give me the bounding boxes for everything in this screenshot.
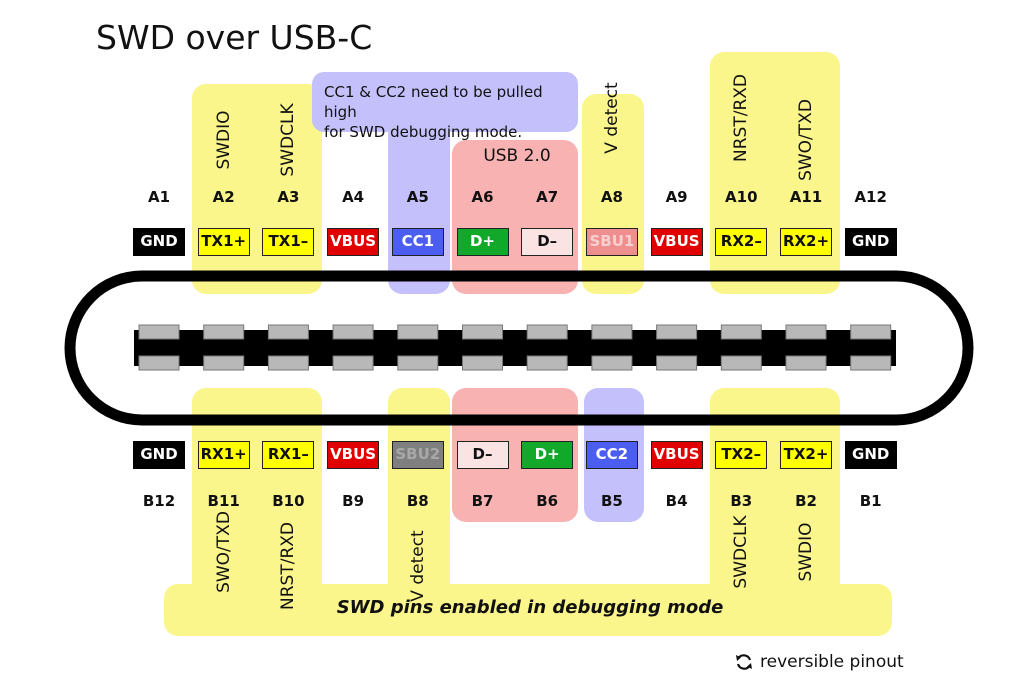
contact-b-7 bbox=[526, 355, 568, 371]
signal-b8: SBU2 bbox=[391, 441, 444, 469]
pin-number-b8: B8 bbox=[406, 492, 429, 510]
contact-a-9 bbox=[656, 324, 698, 340]
highlight-bottom-note bbox=[164, 584, 892, 636]
signal-b10: RX1– bbox=[262, 441, 315, 469]
cc-pullup-note: CC1 & CC2 need to be pulled high for SWD… bbox=[312, 72, 578, 141]
pin-number-b5: B5 bbox=[600, 492, 623, 510]
contact-b-8 bbox=[591, 355, 633, 371]
pin-number-a11: A11 bbox=[789, 188, 823, 206]
contact-b-11 bbox=[785, 355, 827, 371]
pin-number-b9: B9 bbox=[342, 492, 365, 510]
signal-b7: D– bbox=[456, 441, 509, 469]
signal-b9: VBUS bbox=[327, 441, 380, 469]
pin-number-a3: A3 bbox=[277, 188, 300, 206]
swd-function-a3: SWDCLK bbox=[278, 103, 299, 177]
signal-b5: CC2 bbox=[585, 441, 638, 469]
pin-number-a1: A1 bbox=[147, 188, 171, 206]
pin-number-b7: B7 bbox=[471, 492, 494, 510]
signal-b2: TX2+ bbox=[780, 441, 832, 469]
reversible-pinout-legend: reversible pinout bbox=[734, 652, 904, 672]
signal-a1: GND bbox=[133, 228, 185, 256]
contact-b-10 bbox=[720, 355, 762, 371]
swd-function-b8: V detect bbox=[407, 530, 428, 602]
contact-b-6 bbox=[462, 355, 503, 371]
signal-b3: TX2– bbox=[715, 441, 768, 469]
signal-b6: D+ bbox=[521, 441, 574, 469]
contact-a-12 bbox=[850, 324, 892, 340]
pin-number-b2: B2 bbox=[795, 492, 817, 510]
pin-number-a8: A8 bbox=[600, 188, 623, 206]
signal-b11: RX1+ bbox=[197, 441, 250, 469]
pin-number-b6: B6 bbox=[536, 492, 559, 510]
pin-number-a5: A5 bbox=[406, 188, 429, 206]
swd-pins-note: SWD pins enabled in debugging mode bbox=[336, 597, 724, 618]
signal-a6: D+ bbox=[456, 228, 509, 256]
contact-a-2 bbox=[203, 324, 245, 340]
contact-a-7 bbox=[526, 324, 568, 340]
signal-a2: TX1+ bbox=[197, 228, 250, 256]
signal-a12: GND bbox=[844, 228, 897, 256]
signal-a10: RX2– bbox=[715, 228, 768, 256]
signal-b4: VBUS bbox=[650, 441, 703, 469]
swd-function-b2: SWDIO bbox=[796, 522, 816, 582]
contact-a-11 bbox=[785, 324, 827, 340]
contact-b-12 bbox=[850, 355, 892, 371]
contacts-group bbox=[138, 324, 892, 371]
highlight-top-a8 bbox=[582, 94, 644, 294]
pin-number-b11: B11 bbox=[207, 492, 240, 510]
diagram-title: SWD over USB-C bbox=[96, 18, 373, 57]
note-line-2: for SWD debugging mode. bbox=[324, 123, 523, 141]
swd-function-a10: NRST/RXD bbox=[731, 74, 752, 162]
contact-b-2 bbox=[203, 355, 245, 371]
swd-function-b3: SWDCLK bbox=[731, 515, 752, 589]
signal-a3: TX1– bbox=[262, 228, 315, 256]
pin-number-b12: B12 bbox=[142, 492, 176, 510]
contact-a-3 bbox=[267, 324, 309, 340]
contact-a-1 bbox=[138, 324, 180, 340]
pin-number-b1: B1 bbox=[859, 492, 882, 510]
highlight-usb2-top bbox=[452, 140, 578, 294]
signal-a9: VBUS bbox=[650, 228, 703, 256]
contact-a-8 bbox=[591, 324, 633, 340]
pin-number-a12: A12 bbox=[854, 188, 887, 206]
signal-a5: CC1 bbox=[391, 228, 444, 256]
reverse-arrows-icon bbox=[736, 654, 752, 670]
contact-b-5 bbox=[397, 355, 439, 371]
contact-a-6 bbox=[462, 324, 503, 340]
pin-number-b3: B3 bbox=[730, 492, 753, 510]
contact-b-4 bbox=[332, 355, 374, 371]
swd-function-a8: V detect bbox=[601, 82, 622, 154]
signal-b12: GND bbox=[133, 441, 185, 469]
highlight-top-a2-a3 bbox=[192, 84, 322, 294]
contact-a-10 bbox=[720, 324, 762, 340]
pin-number-a7: A7 bbox=[536, 188, 559, 206]
pin-number-a9: A9 bbox=[665, 188, 688, 206]
signal-a11: RX2+ bbox=[780, 228, 832, 256]
signal-a7: D– bbox=[521, 228, 574, 256]
signal-a4: VBUS bbox=[327, 228, 380, 256]
pin-number-a6: A6 bbox=[471, 188, 494, 206]
pin-number-a10: A10 bbox=[725, 188, 758, 206]
contact-a-4 bbox=[332, 324, 374, 340]
reversible-pinout-label: reversible pinout bbox=[760, 652, 904, 672]
signal-b1: GND bbox=[844, 441, 897, 469]
contact-a-5 bbox=[397, 324, 439, 340]
pin-number-b4: B4 bbox=[665, 492, 688, 510]
swd-function-a11: SWO/TXD bbox=[796, 99, 816, 181]
swd-function-a2: SWDIO bbox=[213, 110, 234, 170]
pin-number-b10: B10 bbox=[272, 492, 305, 510]
highlight-cc1 bbox=[388, 110, 450, 294]
contact-b-1 bbox=[138, 355, 180, 371]
connector-shell bbox=[64, 270, 974, 426]
contact-b-9 bbox=[656, 355, 698, 371]
swd-function-b11: SWO/TXD bbox=[213, 511, 234, 593]
usb2-label: USB 2.0 bbox=[483, 146, 551, 166]
note-line-1: CC1 & CC2 need to be pulled high bbox=[324, 83, 543, 121]
pin-number-a4: A4 bbox=[342, 188, 365, 206]
signal-a8: SBU1 bbox=[585, 228, 638, 256]
pin-number-a2: A2 bbox=[212, 188, 235, 206]
contact-b-3 bbox=[267, 355, 309, 371]
connector-tongue bbox=[134, 330, 896, 366]
